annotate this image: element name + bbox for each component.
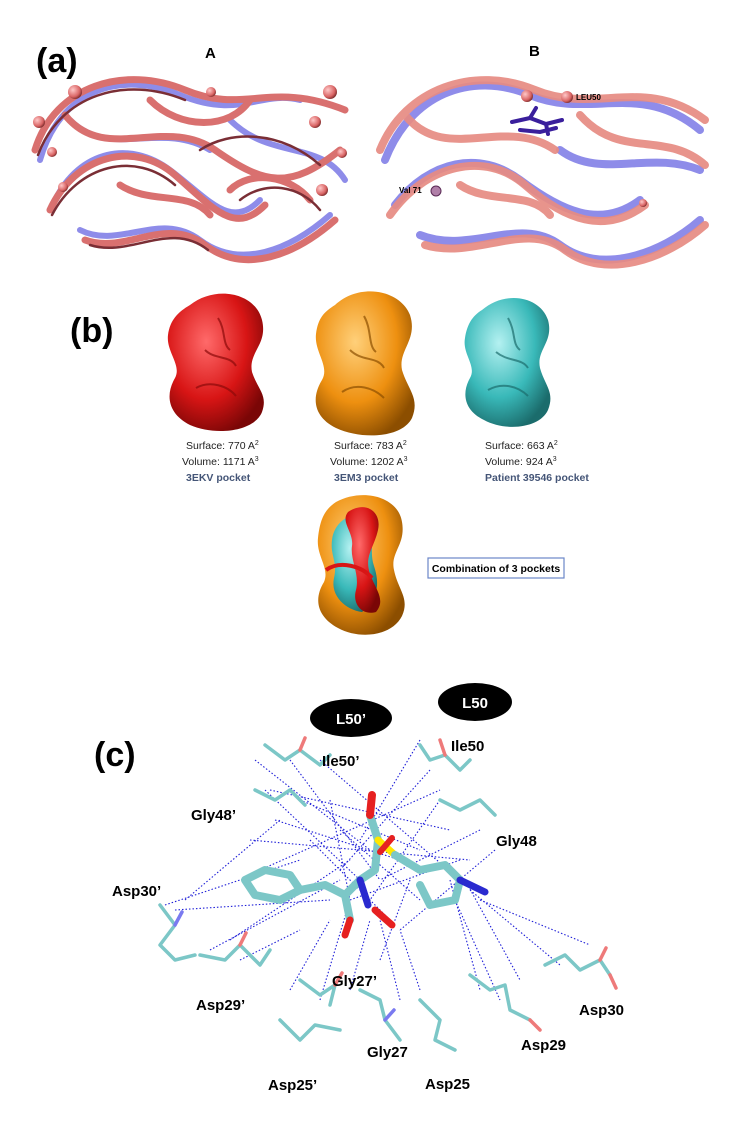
- svg-text:Surface: 783 A2: Surface: 783 A2: [334, 440, 407, 452]
- structure-a-label: A: [205, 45, 216, 62]
- combined-pockets-surface: [317, 495, 405, 635]
- pocket-3ekv-surface: [167, 293, 264, 432]
- protein-structure-a: [31, 76, 349, 264]
- svg-text:Surface: 770 A2: Surface: 770 A2: [186, 440, 259, 452]
- svg-text:Surface: 663 A2: Surface: 663 A2: [485, 440, 558, 452]
- svg-text:Volume: 1202 A3: Volume: 1202 A3: [330, 456, 408, 468]
- residue-asp25-prime: Asp25’: [268, 1077, 317, 1094]
- residue-ile50: Ile50: [451, 738, 484, 755]
- pocket-patient-39546-surface: [464, 297, 551, 427]
- structure-b-ligand: [510, 106, 564, 136]
- panel-a-label: (a): [36, 42, 78, 80]
- residue-asp29-prime: Asp29’: [196, 997, 245, 1014]
- val71-marker-label: Val 71: [399, 186, 422, 195]
- residue-ile50-prime: Ile50’: [322, 753, 360, 770]
- protein-structure-b: [376, 76, 709, 269]
- residue-asp30-prime: Asp30’: [112, 883, 161, 900]
- pocket-3em3-volume-exp: 3: [404, 456, 408, 463]
- residue-gly48: Gly48: [496, 833, 537, 850]
- pocket-3em3-surface-exp: 2: [403, 440, 407, 447]
- l50-oval: [438, 683, 512, 721]
- pocket-3ekv-surface-exp: 2: [255, 440, 259, 447]
- pocket-patient-39546-info: Surface: 663 A2 Volume: 924 A3 Patient 3…: [485, 440, 589, 484]
- residue-atoms: [173, 736, 618, 1032]
- pocket-patient-surface-exp: 2: [554, 440, 558, 447]
- residue-gly48-prime: Gly48’: [191, 807, 236, 824]
- structure-b-label: B: [529, 43, 540, 60]
- residue-asp30: Asp30: [579, 1002, 624, 1019]
- l50-oval-label: L50: [462, 695, 488, 712]
- svg-text:Volume: 924 A3: Volume: 924 A3: [485, 456, 557, 468]
- residue-gly27-prime: Gly27’: [332, 973, 377, 990]
- pocket-patient-name: Patient 39546 pocket: [485, 472, 589, 484]
- l50-prime-oval-label: L50’: [336, 711, 366, 728]
- residue-asp25: Asp25: [425, 1076, 470, 1093]
- svg-text:Volume: 1171 A3: Volume: 1171 A3: [182, 456, 259, 468]
- pocket-3em3-info: Surface: 783 A2 Volume: 1202 A3 3EM3 poc…: [330, 440, 408, 484]
- l50-prime-oval: [310, 699, 392, 737]
- residue-sticks: [158, 743, 612, 1052]
- pocket-3ekv-surface-text: Surface: 770 A: [186, 440, 255, 452]
- pocket-3ekv-volume-exp: 3: [255, 456, 259, 463]
- residue-asp29: Asp29: [521, 1037, 566, 1054]
- inhibitor-ligand: [241, 791, 489, 939]
- pocket-3em3-name: 3EM3 pocket: [334, 472, 399, 484]
- combination-label: Combination of 3 pockets: [432, 563, 561, 575]
- pocket-patient-surface-text: Surface: 663 A: [485, 440, 554, 452]
- pocket-patient-volume-text: Volume: 924 A: [485, 456, 553, 468]
- pocket-patient-volume-exp: 3: [553, 456, 557, 463]
- combination-label-box: [427, 557, 565, 579]
- residue-gly27: Gly27: [367, 1044, 408, 1061]
- structure-a-atom-markers: [33, 85, 347, 196]
- panel-c-label: (c): [94, 736, 136, 774]
- pocket-3ekv-info: Surface: 770 A2 Volume: 1171 A3 3EKV poc…: [182, 440, 259, 484]
- pocket-3em3-surface: [315, 291, 415, 436]
- leu50-marker-label: LEU50: [576, 93, 601, 102]
- pocket-3em3-volume-text: Volume: 1202 A: [330, 456, 404, 468]
- pocket-3ekv-name: 3EKV pocket: [186, 472, 251, 484]
- panel-b-label: (b): [70, 312, 113, 350]
- structure-b-atom-markers: [430, 90, 647, 207]
- pocket-3ekv-volume-text: Volume: 1171 A: [182, 456, 255, 468]
- pocket-3em3-surface-text: Surface: 783 A: [334, 440, 403, 452]
